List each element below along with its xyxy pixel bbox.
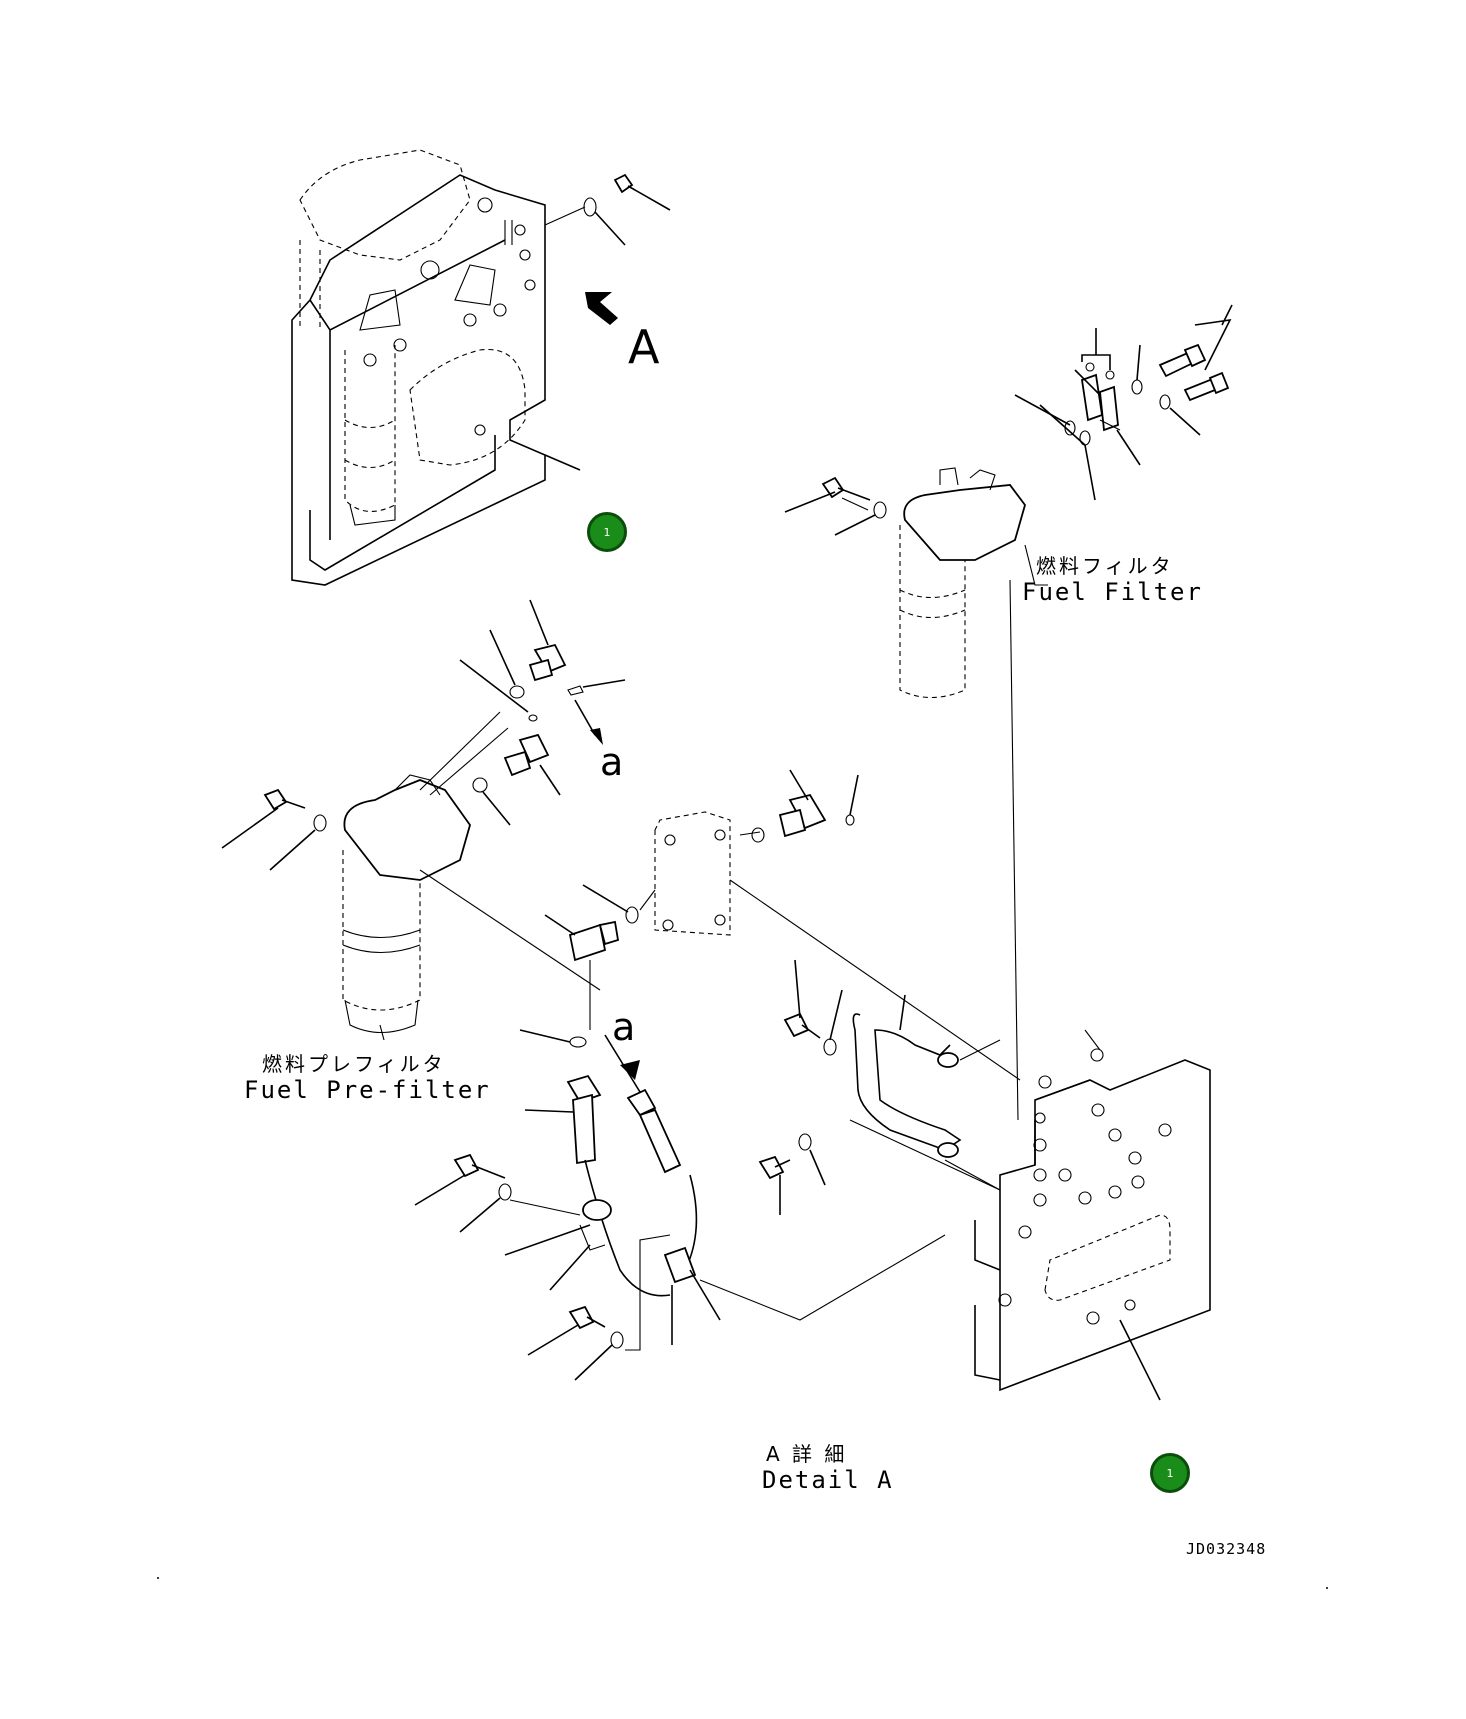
- detail-a-label-jp: A 詳 細: [766, 1442, 848, 1466]
- callout-badge-overview[interactable]: 1: [587, 512, 627, 552]
- lower-fittings: [414, 1034, 946, 1381]
- detail-a-label-en: Detail A: [762, 1466, 894, 1494]
- fuel-filter-label-en: Fuel Filter: [1022, 578, 1203, 606]
- view-letter-a: A: [628, 320, 660, 374]
- pre-filter-label-jp: 燃料プレフィルタ: [262, 1052, 446, 1076]
- overview-assembly: [291, 149, 671, 586]
- callout-badge-detail[interactable]: 1: [1150, 1453, 1190, 1493]
- pump-housing: [519, 769, 1021, 1081]
- connection-label-a-top: a: [600, 740, 624, 784]
- fuel-filter-label-jp: 燃料フィルタ: [1036, 554, 1174, 578]
- pre-filter-label-en: Fuel Pre-filter: [244, 1076, 491, 1104]
- fuel-filter-assembly: [784, 304, 1233, 1121]
- pre-filter-assembly: [221, 599, 626, 1041]
- detail-plate: [758, 959, 1211, 1401]
- drawing-id: JD032348: [1186, 1540, 1267, 1558]
- connection-label-a-bottom: a: [612, 1005, 636, 1049]
